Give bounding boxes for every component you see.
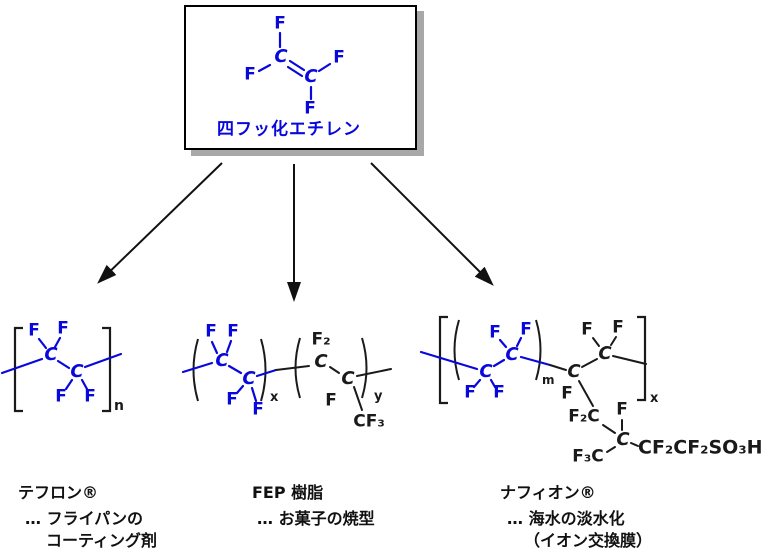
arrow-right [370, 162, 494, 286]
fep-paren-close-1 [260, 338, 267, 402]
nafion-name: ナフィオン® [500, 483, 596, 502]
nafion-f-bottom2: F [493, 382, 505, 403]
fep-c4-cf3 [353, 386, 363, 411]
nafion-paren-close [535, 319, 542, 381]
teflon-bracket-left [13, 326, 23, 413]
fep-subscript-y: y [374, 389, 383, 404]
teflon-f2: F [57, 318, 69, 339]
nafion-c3-c4 [581, 358, 598, 368]
nafion-f-c4-2: F [612, 317, 624, 338]
fep-f4: F [252, 399, 264, 420]
fep-cf3-group: CF₃ [353, 411, 385, 432]
teflon-c1-c2 [56, 359, 71, 370]
nafion-desc-1: … 海水の淡水化 [507, 509, 625, 528]
teflon-f3: F [55, 386, 67, 407]
nafion-link [549, 364, 567, 371]
nafion-c4-out [612, 355, 647, 365]
fep-f1: F [205, 321, 217, 342]
nafion-c4-f2 [610, 336, 617, 346]
nafion-c2-out [519, 355, 552, 367]
fep-c3: C [314, 351, 328, 372]
fep-c1: C [215, 350, 229, 371]
nafion-f3c-group: F₃C [572, 446, 604, 467]
fep-f3: F [226, 389, 238, 410]
monomer-c-left: C [274, 46, 288, 67]
monomer-name-label: 四フッ化エチレン [217, 119, 361, 140]
monomer-f-right: F [333, 47, 345, 68]
teflon-bonds [0, 336, 123, 391]
nafion-c1-c2 [492, 358, 506, 368]
fep-paren-close-2 [361, 337, 368, 399]
teflon-subscript-n: n [114, 398, 124, 414]
nafion-c5: C [616, 429, 630, 450]
monomer-c-right: C [304, 66, 318, 87]
fep-c2-out [255, 368, 278, 378]
arrow-left [97, 162, 223, 284]
fep-chain-left [181, 361, 214, 374]
nafion-c3: C [567, 361, 581, 382]
nafion-bracket-right [637, 315, 647, 402]
nafion-desc-2: （イオン交換膜） [524, 531, 653, 550]
nafion-c5-tail [630, 442, 639, 447]
teflon-f4: F [84, 386, 96, 407]
nafion-subscript-x: x [650, 391, 659, 406]
fep-desc-1: … お菓子の焼型 [257, 509, 375, 528]
teflon-bracket-right [102, 326, 112, 413]
nafion-c1: C [479, 361, 493, 382]
teflon-chain-right [83, 352, 123, 369]
fep-c2: C [242, 368, 256, 389]
teflon-c1: C [44, 344, 58, 365]
nafion-f2c-c5 [602, 424, 616, 434]
nafion-f-top2: F [520, 319, 532, 340]
fep-f2-top: F₂ [311, 329, 331, 350]
fep-f-side: F [325, 390, 337, 411]
fep-f2: F [227, 321, 239, 342]
nafion-f-c3: F [561, 383, 573, 404]
monomer-f-bottom: F [304, 98, 316, 119]
teflon-name: テフロン® [18, 483, 99, 502]
fep-c3-c4 [329, 366, 340, 374]
fep-c1-c2 [227, 364, 243, 375]
fep-paren-open-2 [294, 337, 301, 399]
teflon-desc-1: … フライパンの [25, 509, 144, 528]
nafion-f-top1: F [489, 322, 501, 343]
nafion-subscript-m: m [542, 373, 555, 387]
nafion-f-c5: F [616, 399, 628, 420]
fep-name: FEP 樹脂 [252, 483, 324, 502]
nafion-tail-formula: CF₂CF₂SO₃H [638, 436, 763, 459]
fep-link [275, 365, 310, 371]
nafion-f-bottom1: F [464, 382, 476, 403]
nafion-chain-left [419, 350, 479, 371]
monomer-box [184, 5, 417, 150]
fep-subscript-x: x [270, 390, 279, 405]
nafion-bracket-left [438, 315, 448, 405]
nafion-f-c4-1: F [581, 319, 593, 340]
fep-c4: C [341, 368, 355, 389]
nafion-f2c-group: F₂C [568, 406, 600, 427]
teflon-f1: F [28, 320, 40, 341]
nafion-c2: C [505, 344, 519, 365]
teflon-chain-left [0, 357, 44, 375]
fep-c4-out [356, 368, 392, 377]
monomer-f-left: F [244, 64, 256, 85]
fep-paren-open-1 [192, 338, 199, 402]
teflon-desc-2: コーティング剤 [46, 531, 158, 550]
arrows [97, 162, 494, 302]
nafion-paren-open [453, 319, 460, 381]
nafion-c3-side [578, 380, 594, 407]
nafion-c4: C [598, 343, 612, 364]
monomer-f-top: F [274, 13, 286, 34]
teflon-c2: C [70, 361, 84, 382]
nafion-f3c-c5 [606, 446, 616, 453]
